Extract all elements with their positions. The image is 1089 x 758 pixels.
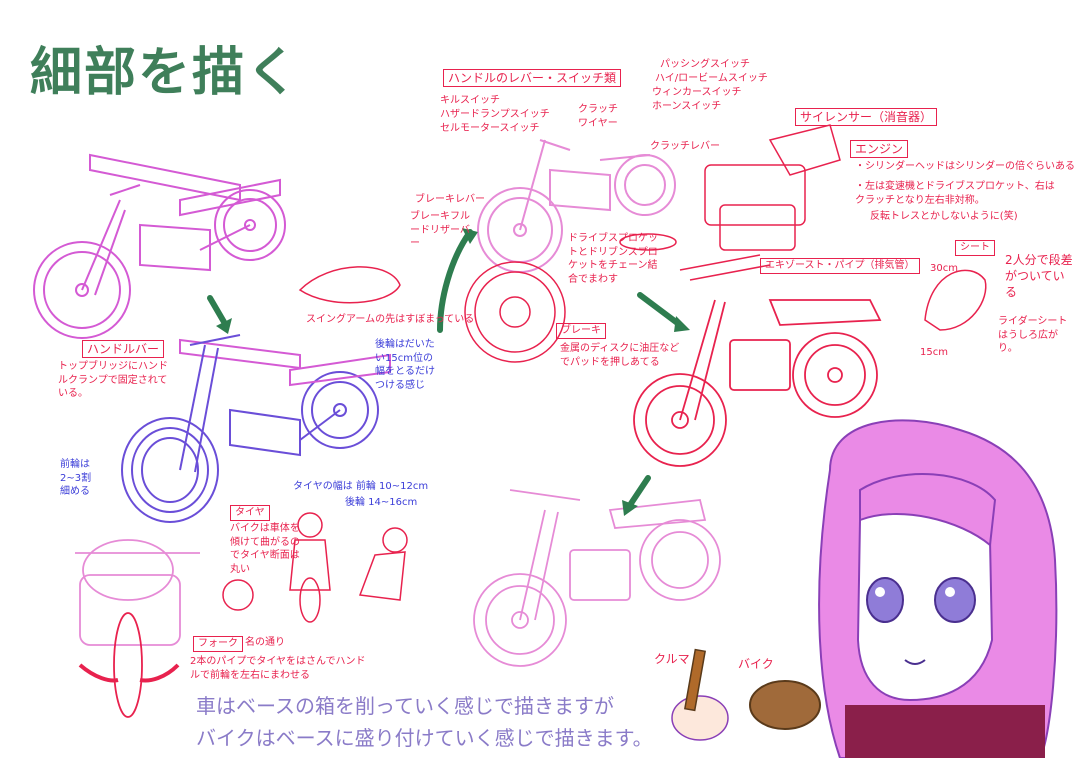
label-engine: エンジン [850, 140, 909, 159]
caption-line-1: 車はベースの箱を削っていく感じで描きますが [196, 694, 614, 718]
label-drive-sprocket: ドライブスプロケットとドリブンスプロケットをチェーン結合でまわす [568, 233, 658, 285]
label-tire-width-rear: 後輪 14~16cm [345, 497, 418, 508]
label-seat-15cm: 15cm [920, 347, 948, 358]
bike-sketch-2 [121, 334, 391, 523]
page-title: 細部を描く [30, 43, 301, 103]
label-tire-note: バイクは車体を傾けて曲がるのでタイヤ断面は丸い [230, 523, 300, 575]
label-rear-wheel-note: 後輪はだいたい15cm位の幅をとるだけつける感じ [375, 339, 435, 391]
flow-arrows [207, 229, 683, 508]
label-seat: シート [955, 240, 995, 256]
swingarm-sketch [298, 266, 401, 304]
label-swingarm: スイングアームの先はすぼまっている [306, 314, 475, 325]
label-rider-seat: ライダーシートはうしろ広がり。 [998, 316, 1068, 354]
label-winker-switch: ウィンカースイッチ [652, 87, 742, 98]
front-view-bike-sketch [75, 539, 200, 718]
flow-arrowheads [216, 228, 690, 516]
label-brake-lever: ブレーキレバー [415, 194, 485, 205]
engine-sketch [619, 124, 841, 281]
label-tire-width: タイヤの幅は 前輪 10~12cm [293, 481, 429, 492]
brake-disc-sketch [464, 261, 566, 363]
label-hazard-switch: ハザードランプスイッチ [440, 109, 550, 120]
label-hi-lo-switch: ハイ/ロービームスイッチ [655, 73, 768, 84]
label-brake: ブレーキ [556, 323, 606, 339]
label-passing-switch: パッシングスイッチ [660, 59, 750, 70]
label-fork-note-2: 2本のパイプでタイヤをはさんでハンドルで前輪を左右にまわせる [190, 656, 366, 681]
label-handlebar-note: トップブリッジにハンドルクランプで固定されている。 [58, 361, 168, 399]
label-fork: フォーク [193, 636, 243, 652]
label-brake-fluid: ブレーキフルードリザーバー [410, 211, 470, 249]
seat-sketch [924, 269, 987, 331]
bike-sketch-5 [473, 489, 721, 667]
bike-sketch-4 [633, 299, 882, 467]
label-starter-switch: セルモータースイッチ [440, 123, 540, 134]
bike-sketch-1 [33, 153, 286, 339]
label-handlebar-section: ハンドルのレバー・スイッチ類 [443, 69, 622, 88]
caption-line-2: バイクはベースに盛り付けていく感じで描きます。 [196, 726, 653, 750]
character-illustration [671, 419, 1058, 758]
label-front-wheel-note: 前輪は2~3割細める [60, 459, 92, 497]
label-baiku: バイク [738, 657, 774, 671]
label-horn-switch: ホーンスイッチ [652, 101, 722, 112]
label-kill-switch: キルスイッチ [440, 95, 500, 106]
label-seat-note: 2人分で段差がついている [1005, 253, 1073, 300]
label-clutch-wire: クラッチワイヤー [578, 104, 618, 129]
label-engine-note-3: 反転トレスとかしないように(笑) [870, 211, 1018, 222]
label-tire: タイヤ [230, 505, 270, 521]
label-silencer: サイレンサー（消音器） [795, 108, 938, 127]
label-handlebar: ハンドルバー [82, 340, 165, 359]
rider-sketches [222, 512, 408, 623]
label-kuruma: クルマ [654, 652, 690, 666]
label-engine-note-2: ・左は変速機とドライブスプロケット、右はクラッチとなり左右非対称。 [855, 181, 1055, 206]
label-fork-note: 名の通り [245, 637, 285, 648]
label-seat-30cm: 30cm [930, 263, 958, 274]
label-exhaust: エキゾースト・パイプ（排気管） [760, 258, 920, 274]
label-brake-note: 金属のディスクに油圧などでパッドを押しあてる [560, 343, 680, 368]
label-clutch-lever: クラッチレバー [650, 141, 720, 152]
steering-arrows [78, 663, 180, 683]
label-engine-note-1: ・シリンダーヘッドはシリンダーの倍ぐらいある [855, 161, 1075, 172]
